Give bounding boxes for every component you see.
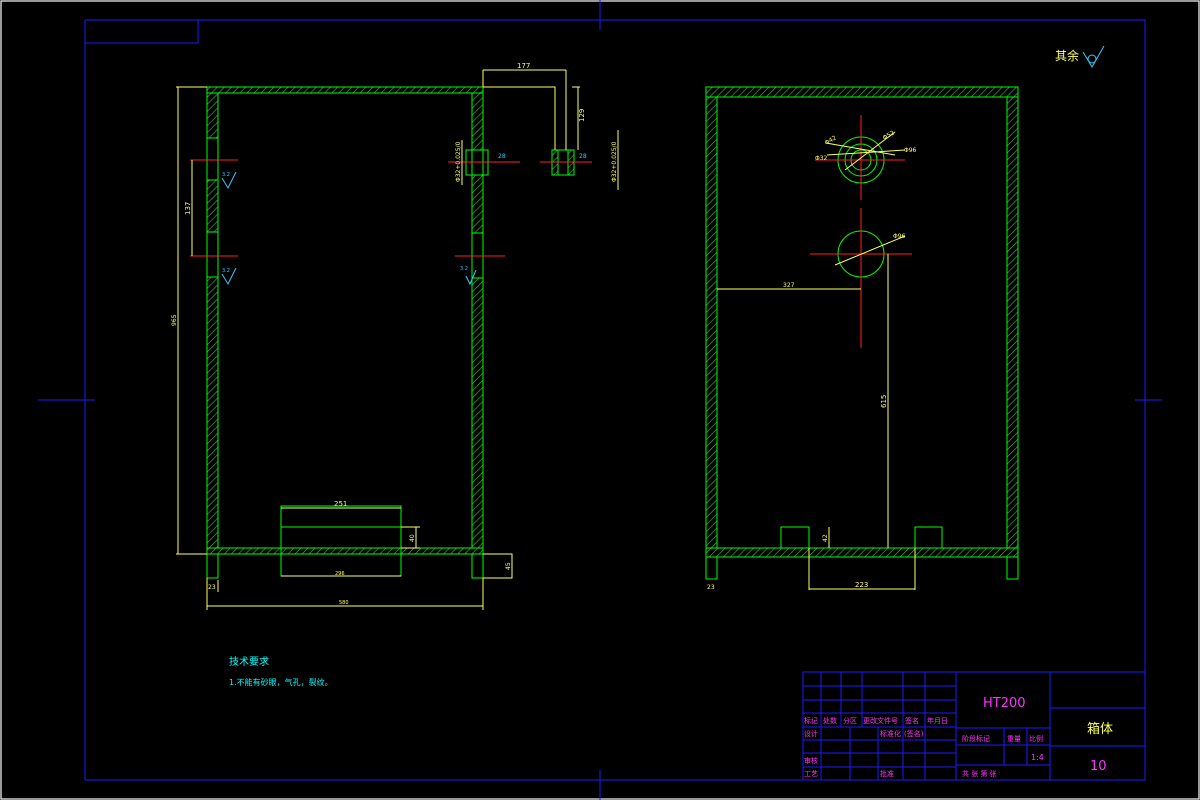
tb-sign2: (签名): [904, 729, 924, 738]
tb-approve: 批准: [880, 769, 894, 778]
left-section-view: 177 129 137 965 Φ32+0.025/0 Φ32+0.025/0 …: [171, 62, 619, 610]
right-view-top-wall: [705, 86, 1019, 98]
top-wall: [206, 86, 484, 94]
tb-ratio: 比例: [1029, 734, 1043, 743]
tb-weight: 重量: [1007, 735, 1021, 743]
dim-phi52: Φ52: [882, 129, 896, 141]
dim-phi32-right: Φ32+0.025/0: [611, 141, 618, 182]
ra-c: 3.2: [460, 266, 468, 272]
dim-23-left: 23: [208, 584, 216, 591]
technical-requirements: 技术要求 1.不能有砂眼，气孔，裂纹。: [229, 655, 333, 687]
dim-28-a: 28: [498, 153, 506, 160]
tb-scale: 1:4: [1031, 753, 1044, 762]
dim-965: 965: [171, 314, 178, 326]
dim-580: 580: [339, 600, 349, 606]
dim-177: 177: [517, 62, 530, 70]
right-view-left-wall: [705, 86, 718, 558]
tb-quantity: 10: [1090, 759, 1107, 774]
tb-part-name: 箱体: [1087, 721, 1113, 737]
tech-req-heading: 技术要求: [229, 655, 269, 668]
dim-phi96-lower: Φ96: [893, 233, 906, 240]
tb-count: 处数: [823, 716, 837, 725]
tb-sheets: 共 张 第 张: [962, 769, 997, 778]
dim-phi32-left: Φ32+0.025/0: [455, 141, 462, 182]
bottom-wall: [206, 547, 484, 555]
dim-251: 251: [334, 500, 347, 508]
tb-stage-mark: 阶段标记: [962, 734, 990, 743]
dim-223: 223: [855, 581, 868, 589]
dim-327: 327: [783, 282, 795, 289]
dim-42: 42: [822, 534, 829, 542]
tb-process: 工艺: [804, 770, 818, 778]
tb-date: 年月日: [927, 716, 948, 725]
right-view-bottom-wall: [705, 547, 1019, 558]
ra-b: 3.2: [222, 268, 230, 274]
ra-a: 3.2: [222, 172, 230, 178]
dim-137: 137: [184, 202, 192, 215]
tb-design: 设计: [804, 729, 818, 738]
roughness-note-label: 其余: [1055, 48, 1079, 63]
tb-change-doc: 更改文件号: [863, 716, 898, 725]
dim-296: 296: [335, 571, 345, 577]
dim-40: 40: [409, 534, 416, 542]
dim-phi32-circle: Φ32: [815, 155, 828, 162]
dim-28-b: 28: [579, 153, 587, 160]
tb-material: HT200: [983, 696, 1026, 711]
tb-standardize: 标准化: [880, 729, 901, 738]
dim-23-right: 23: [707, 584, 715, 591]
dim-45: 45: [505, 562, 512, 570]
surface-roughness-icon: [1082, 45, 1105, 68]
tb-review: 审核: [804, 756, 818, 765]
title-block: 标记 处数 分区 更改文件号 签名 年月日 设计 标准化 (签名) 阶段标记 重…: [802, 671, 1146, 781]
dim-129: 129: [578, 109, 586, 122]
tb-mark: 标记: [804, 716, 818, 725]
right-view-right-wall: [1006, 86, 1019, 558]
dim-615: 615: [880, 395, 888, 408]
tb-zone: 分区: [843, 716, 857, 725]
dim-phi96-upper: Φ96: [904, 147, 917, 154]
right-side-view: Φ42 Φ32 Φ52 Φ96 Φ96 327 615 42 223 23: [705, 86, 1019, 591]
tb-signature: 签名: [905, 716, 919, 725]
roughness-note: 其余: [1055, 45, 1105, 68]
tech-req-item-1: 1.不能有砂眼，气孔，裂纹。: [229, 677, 333, 687]
